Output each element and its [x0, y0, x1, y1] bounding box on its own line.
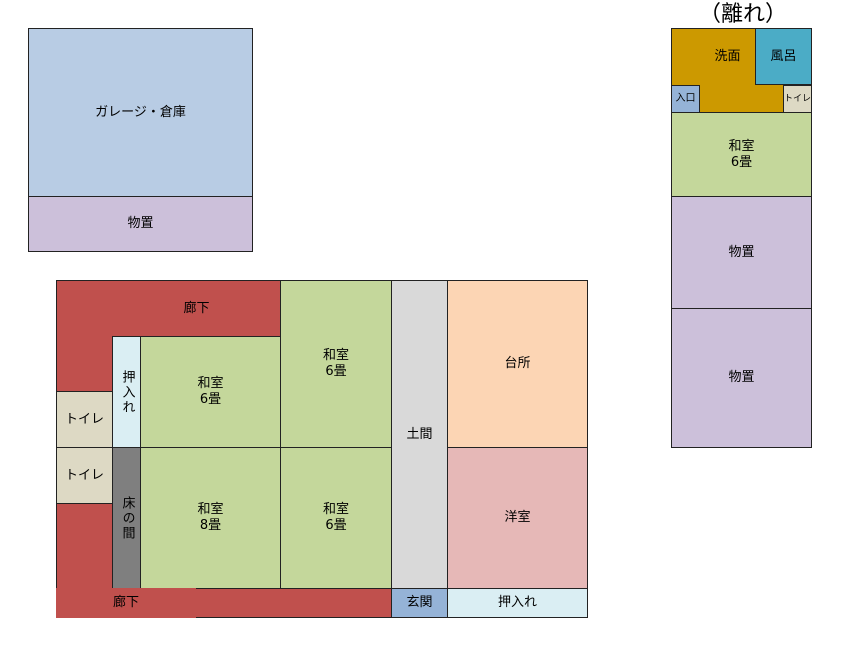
- iriguchi-area: 入口: [671, 85, 700, 113]
- annex-monooki-upper: 物置: [671, 196, 812, 309]
- daidokoro: 台所: [447, 280, 588, 448]
- doma: 土間: [391, 280, 448, 589]
- annex-title: （離れ）: [698, 2, 787, 27]
- annex-toilet: トイレ: [783, 85, 812, 113]
- annex-monooki-lower: 物置: [671, 308, 812, 448]
- washitsu-6-left: 和室 6畳: [140, 336, 281, 448]
- annex-washitsu: 和室 6畳: [671, 112, 812, 197]
- oshiire-vertical: 押入れ: [112, 336, 141, 448]
- washitsu-6-top-right: 和室 6畳: [280, 280, 392, 448]
- youshitsu: 洋室: [447, 447, 588, 589]
- washitsu-6-bottom-right: 和室 6畳: [280, 447, 392, 589]
- oshiire-bottom: 押入れ: [447, 588, 588, 618]
- toilet-lower: トイレ: [56, 447, 113, 504]
- genkan: 玄関: [391, 588, 448, 618]
- tokonoma: 床の間: [112, 447, 141, 589]
- corridor-bottom: 廊下: [56, 588, 196, 618]
- senmen-label: 洗面: [714, 49, 741, 64]
- furo-room: 風呂: [755, 28, 812, 85]
- garage-storage-room: ガレージ・倉庫: [28, 28, 253, 197]
- washitsu-8: 和室 8畳: [140, 447, 281, 589]
- toilet-upper: トイレ: [56, 391, 113, 448]
- corridor-top: 廊下: [112, 281, 281, 337]
- garage-monooki-room: 物置: [28, 196, 253, 252]
